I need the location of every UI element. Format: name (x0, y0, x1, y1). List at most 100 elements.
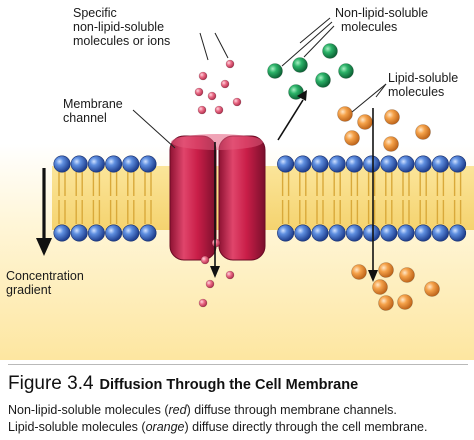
phospholipid-head (431, 224, 449, 242)
caption-line1-a: Non-lipid-soluble molecules ( (8, 403, 169, 417)
label-nonlipid: Non-lipid-soluble molecules (335, 6, 465, 34)
phospholipid-head (363, 155, 381, 173)
arrows (36, 90, 378, 282)
caption-line2-b: ) diffuse directly through the cell memb… (184, 420, 428, 434)
molecules-orange (337, 106, 440, 311)
lipid-flow-arrowhead (368, 270, 378, 282)
phospholipid-head (311, 155, 329, 173)
membrane-diagram (0, 0, 474, 360)
caption-rule (8, 364, 468, 365)
caption-line1-b: ) diffuse through membrane channels. (186, 403, 397, 417)
leader-nonlipid-1 (299, 17, 331, 44)
gradient-arrowhead (36, 238, 52, 256)
channel-top-rim (171, 134, 263, 150)
leader-lipid-1 (375, 83, 387, 98)
caption-line2-em: orange (145, 420, 185, 434)
label-specific-line3: molecules or ions (73, 34, 171, 48)
label-nonlipid-line1: Non-lipid-soluble (335, 6, 429, 20)
phospholipid-head (105, 155, 123, 173)
label-membrane-channel: Membrane channel (63, 97, 143, 125)
phospholipid-head (345, 224, 363, 242)
membrane-channel (169, 134, 266, 261)
orange-molecule (372, 279, 388, 295)
leader-lipid-2 (351, 83, 387, 113)
ions-red (194, 59, 242, 308)
phospholipid-head (311, 224, 329, 242)
label-lipid-line2: molecules (388, 85, 445, 99)
label-gradient-line2: gradient (6, 283, 52, 297)
red-ion (225, 59, 235, 69)
phospholipid-head (87, 155, 105, 173)
caption-line-1: Non-lipid-soluble molecules (red) diffus… (8, 403, 397, 418)
phospholipid-head (414, 155, 432, 173)
orange-molecule (357, 114, 373, 130)
orange-molecule (424, 281, 440, 297)
leader-lines (132, 17, 387, 149)
label-lipid: Lipid-soluble molecules (388, 71, 472, 99)
phospholipid-head (122, 224, 140, 242)
phospholipid-head (53, 224, 71, 242)
phospholipid-head (363, 224, 381, 242)
label-specific-line2: non-lipid-soluble (73, 20, 165, 34)
leader-specific-2 (214, 32, 229, 59)
phospholipid-head (70, 224, 88, 242)
red-ion (194, 87, 204, 97)
red-ion (232, 97, 242, 107)
green-molecule (267, 63, 283, 79)
green-molecule (338, 63, 354, 79)
figure-title: Figure 3.4 Diffusion Through the Cell Mem… (8, 373, 358, 395)
red-ion (197, 105, 207, 115)
channel-left-half (169, 135, 217, 261)
phospholipid-head (139, 224, 157, 242)
phospholipid-head (328, 224, 346, 242)
orange-molecule (344, 130, 360, 146)
phospholipid-head (397, 224, 415, 242)
channel-right-half (218, 135, 266, 261)
green-molecule (315, 72, 331, 88)
phospholipid-head (345, 155, 363, 173)
caption-line2-a: Lipid-soluble molecules ( (8, 420, 146, 434)
phospholipid-head (277, 155, 295, 173)
phospholipid-head (380, 155, 398, 173)
orange-molecule (337, 106, 353, 122)
red-ion (198, 71, 208, 81)
label-channel-line1: Membrane (63, 97, 123, 111)
orange-molecule (415, 124, 431, 140)
label-lipid-line1: Lipid-soluble (388, 71, 459, 85)
orange-molecule (384, 109, 400, 125)
orange-molecule (351, 264, 367, 280)
label-specific-ions: Specific non-lipid-soluble molecules or … (73, 6, 193, 48)
red-ion (211, 238, 221, 248)
figure-heading: Diffusion Through the Cell Membrane (99, 377, 359, 393)
label-channel-line2: channel (63, 111, 107, 125)
phospholipid-head (122, 155, 140, 173)
leader-specific-1 (199, 32, 209, 61)
phospholipid-head (328, 155, 346, 173)
label-concentration-gradient: Concentration gradient (6, 269, 106, 297)
phospholipid-head (105, 224, 123, 242)
channel-flow-arrowhead (210, 266, 220, 278)
phospholipid-head (139, 155, 157, 173)
caption-line1-em: red (168, 403, 187, 417)
phospholipid-head (53, 155, 71, 173)
phospholipid-head (277, 224, 295, 242)
phospholipid-head (70, 155, 88, 173)
orange-molecule (399, 267, 415, 283)
figure-number: Figure 3.4 (8, 373, 94, 394)
green-molecule (322, 43, 338, 59)
green-molecule (292, 57, 308, 73)
phospholipid-head (380, 224, 398, 242)
orange-molecule (383, 136, 399, 152)
red-ion (220, 79, 230, 89)
label-specific-line1: Specific (73, 6, 117, 20)
red-ion (200, 255, 210, 265)
lipid-tails (58, 172, 462, 224)
phospholipid-head (431, 155, 449, 173)
green-blocked-arrow-shaft (277, 99, 304, 141)
red-ion (207, 91, 217, 101)
orange-molecule (397, 294, 413, 310)
leader-nonlipid-3 (303, 25, 335, 58)
red-ion (205, 279, 215, 289)
phospholipid-heads (53, 155, 467, 242)
